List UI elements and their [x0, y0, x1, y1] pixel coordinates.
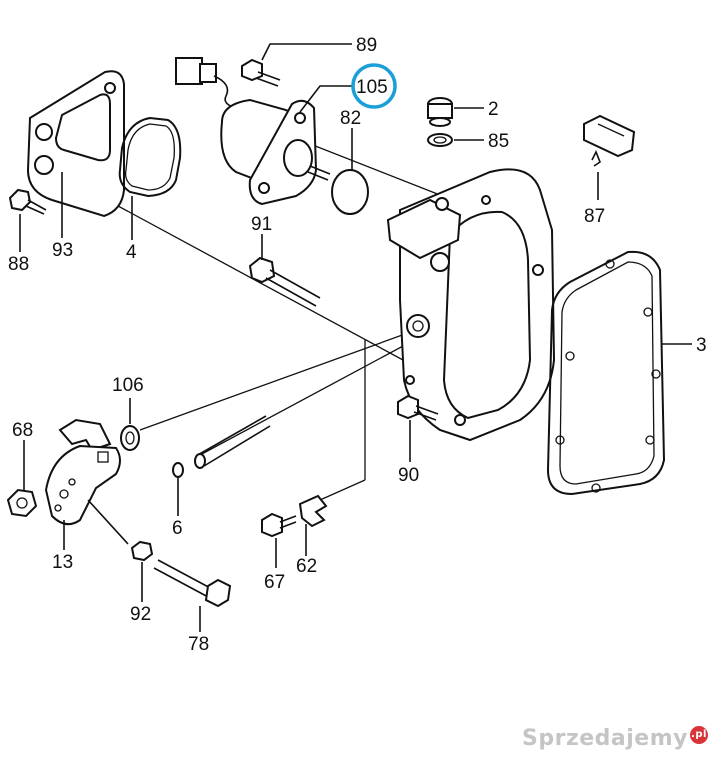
bolt-part-78 — [153, 559, 232, 608]
bolt-part-67 — [261, 512, 297, 538]
cover-plate-part — [26, 70, 125, 218]
label-87: 87 — [584, 206, 605, 227]
gasket-part-4 — [118, 116, 182, 198]
label-2: 2 — [488, 99, 499, 120]
part-number-labels: 89 105 2 82 85 87 88 93 4 91 3 106 68 6 … — [8, 35, 707, 655]
clip-part-62 — [298, 494, 328, 528]
label-92: 92 — [130, 604, 151, 625]
label-90: 90 — [398, 465, 419, 486]
bolt-part-89 — [241, 58, 281, 87]
label-91: 91 — [251, 214, 272, 235]
washer-part-85 — [427, 133, 453, 147]
plug-part-2 — [427, 97, 453, 127]
label-85: 85 — [488, 131, 509, 152]
watermark-logo: Sprzedajemy.pl — [522, 726, 708, 751]
gasket-part-3 — [546, 250, 666, 496]
label-89: 89 — [356, 35, 377, 56]
label-4: 4 — [126, 242, 137, 263]
washer-part-106 — [120, 425, 140, 451]
label-82: 82 — [340, 108, 361, 129]
label-6: 6 — [172, 518, 183, 539]
label-88: 88 — [8, 254, 29, 275]
label-78: 78 — [188, 634, 209, 655]
watermark-text: Sprzedajemy — [522, 726, 688, 751]
leader-lines — [19, 43, 692, 632]
o-ring-part-82 — [331, 169, 369, 215]
label-3: 3 — [696, 335, 707, 356]
nut-part-92 — [130, 540, 154, 562]
watermark-badge: .pl — [690, 726, 708, 744]
label-106: 106 — [112, 375, 144, 396]
bolt-part-88 — [8, 188, 47, 215]
label-13: 13 — [52, 552, 73, 573]
solenoid-body-part-105 — [220, 98, 331, 206]
shaft-part-6 — [172, 415, 271, 478]
bolt-part-91 — [248, 256, 321, 307]
nut-part-68 — [6, 488, 38, 518]
clip-part-87 — [583, 114, 636, 167]
label-105: 105 — [356, 77, 388, 98]
label-68: 68 — [12, 420, 33, 441]
label-93: 93 — [52, 240, 73, 261]
bolt-part-90 — [397, 394, 439, 421]
main-housing-part — [386, 168, 556, 442]
connector-plug — [175, 57, 237, 109]
highlight-circle-105 — [351, 63, 397, 109]
label-62: 62 — [296, 556, 317, 577]
lever-part-13 — [44, 418, 129, 545]
label-67: 67 — [264, 572, 285, 593]
